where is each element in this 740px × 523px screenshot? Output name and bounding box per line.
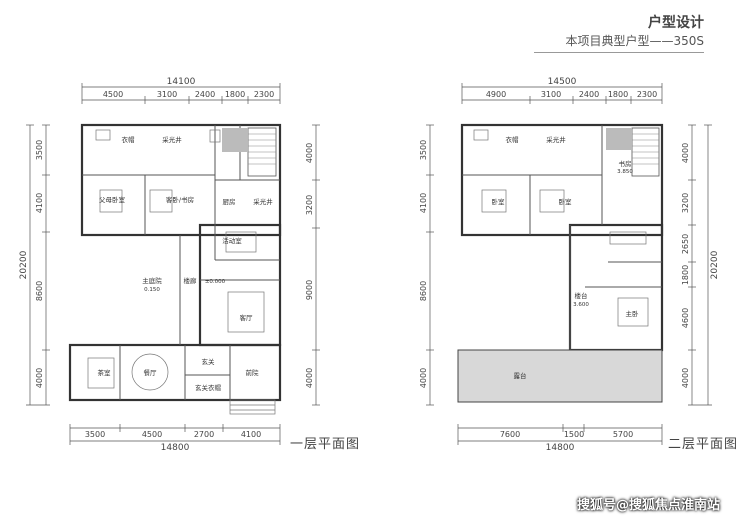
f1-room-front-garden: 前院 — [246, 368, 260, 377]
f1-level-main: ±0.000 — [205, 279, 226, 285]
f2-right-dim-2: 3200 — [681, 193, 690, 213]
f1-room-bedroom-parent: 父母卧室 — [99, 195, 126, 204]
f1-top-dim-5: 2300 — [254, 90, 274, 99]
f2-furniture — [473, 129, 649, 327]
f2-right-dim-6: 4000 — [681, 368, 690, 388]
f1-top-dim-3: 2400 — [195, 90, 215, 99]
f1-level-garden: 0.150 — [144, 287, 160, 293]
f2-room-master: 主卧 — [626, 309, 640, 318]
f1-bottom-dim-1: 3500 — [85, 430, 105, 439]
f2-level-a: 3.850 — [617, 169, 633, 175]
f1-right-dim-3: 9000 — [305, 280, 314, 300]
f1-right-dim-4: 4000 — [305, 368, 314, 388]
f1-left-dim-4: 4000 — [35, 368, 44, 388]
f2-right-total: 20200 — [710, 250, 720, 279]
f2-stair — [606, 127, 660, 177]
f2-right-dim-5: 4600 — [681, 308, 690, 328]
f2-room-study: 书房 — [619, 159, 632, 168]
f1-left-dim-1: 3500 — [35, 140, 44, 160]
f2-room-skylight: 采光井 — [546, 135, 566, 144]
floor2-label: 二层平面图 — [668, 437, 739, 452]
page-subtitle: 本项目典型户型——350S — [565, 34, 704, 48]
f1-room-dining: 餐厅 — [144, 368, 158, 377]
f2-right-dim-1: 4000 — [681, 143, 690, 163]
f2-left-dim-3: 8600 — [419, 281, 428, 301]
header-rule — [534, 52, 704, 53]
f2-bottom-total: 14800 — [546, 443, 575, 453]
f1-right-dim-1: 4000 — [305, 143, 314, 163]
f1-top-dim-4: 1800 — [225, 90, 245, 99]
f2-room-closet: 衣帽 — [506, 135, 520, 144]
f2-top-dim-5: 2300 — [637, 90, 657, 99]
f1-room-skylight-b: 采光井 — [253, 197, 273, 206]
f2-top-total: 14500 — [548, 77, 577, 87]
f2-level-b: 3.600 — [573, 302, 589, 308]
f2-left-dim-1: 3500 — [419, 140, 428, 160]
f2-bottom-dim-3: 5700 — [613, 430, 633, 439]
floor1-label: 一层平面图 — [290, 437, 361, 452]
f1-room-tea: 茶室 — [98, 368, 112, 377]
f1-room-entry: 玄关 — [202, 357, 216, 366]
f2-bottom-dim-2: 1500 — [564, 430, 584, 439]
f1-left-dim-2: 4100 — [35, 193, 44, 213]
f1-top-dim-2: 3100 — [157, 90, 177, 99]
f2-top-dim-3: 2400 — [579, 90, 599, 99]
f2-left-dim-2: 4100 — [419, 193, 428, 213]
f1-right-dim-2: 3200 — [305, 195, 314, 215]
f1-bottom-dim-4: 4100 — [241, 430, 261, 439]
f1-room-kitchen: 厨房 — [223, 197, 236, 206]
f1-bottom-total: 14800 — [161, 443, 190, 453]
f1-bottom-dim-2: 4500 — [142, 430, 162, 439]
f2-bottom-dim-1: 7600 — [500, 430, 520, 439]
f1-room-living: 客厅 — [240, 313, 254, 322]
f2-right-dim-4: 1800 — [681, 265, 690, 285]
f2-room-stair-hall: 楼台 — [575, 291, 588, 300]
f1-room-corridor: 楼廊 — [184, 276, 198, 285]
f2-top-dim-4: 1800 — [608, 90, 628, 99]
f2-top-dim-1: 4900 — [486, 90, 506, 99]
f1-top-total: 14100 — [167, 77, 196, 87]
f2-top-dim-2: 3100 — [541, 90, 561, 99]
f1-left-total: 20200 — [19, 250, 29, 279]
page-title: 户型设计 — [648, 15, 704, 31]
f1-left-dim-3: 8600 — [35, 281, 44, 301]
f1-stair — [222, 127, 277, 177]
f1-furniture — [87, 129, 265, 391]
f1-room-skylight-a: 采光井 — [162, 135, 182, 144]
floor1-plan: 14100 4500 3100 2400 1800 2300 20200 350… — [19, 77, 320, 453]
f2-room-terrace: 露台 — [514, 371, 527, 380]
f1-room-bedroom-guest: 客卧/书房 — [166, 195, 194, 204]
f2-terrace — [457, 349, 663, 403]
f1-room-main-garden: 主庭院 — [142, 276, 162, 285]
f1-top-dim-1: 4500 — [103, 90, 123, 99]
f1-room-coat: 玄关衣帽 — [195, 383, 222, 392]
floor2-plan: 14500 4900 3100 2400 1800 2300 3500 4100… — [419, 77, 720, 453]
f2-right-dim-3: 2650 — [681, 234, 690, 254]
watermark: 搜狐号@搜狐焦点淮南站 — [576, 498, 720, 513]
f2-room-bedroom-b: 卧室 — [559, 197, 573, 206]
f1-bottom-dim-3: 2700 — [194, 430, 214, 439]
f1-room-closet: 衣帽 — [122, 135, 136, 144]
f1-room-activity: 活动室 — [222, 236, 242, 245]
f2-left-dim-4: 4000 — [419, 368, 428, 388]
f2-room-bedroom-a: 卧室 — [492, 197, 506, 206]
f1-entrance-steps — [229, 399, 276, 415]
